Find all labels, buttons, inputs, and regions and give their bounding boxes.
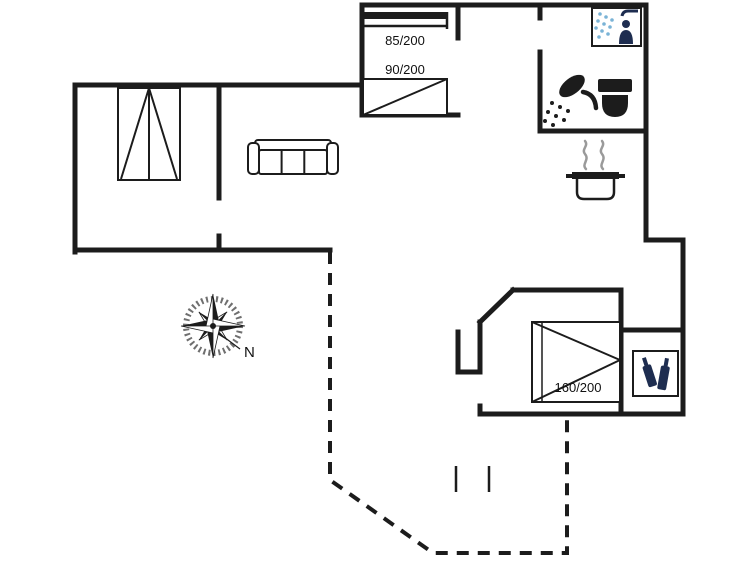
- compass-rose-icon: [180, 293, 246, 359]
- wardrobe-icon: [117, 87, 181, 181]
- single-bed-icon: [362, 78, 448, 116]
- exterior-and-interior-walls: [72, 2, 686, 417]
- shower-icon: [543, 74, 599, 127]
- double-bed-icon: [531, 321, 621, 403]
- bottles-icon: [632, 350, 679, 397]
- shower-cabin-icon: [591, 7, 642, 47]
- steam-icon: [582, 139, 605, 171]
- sofa-icon: [247, 139, 339, 175]
- bunk-bed-size-label: 85/200: [385, 33, 425, 48]
- compass-north-label: N: [244, 344, 255, 361]
- cooking-pot-icon: [566, 172, 625, 201]
- terrace-dashed-outline: [328, 252, 569, 555]
- double-bed-size-label: 160/200: [555, 380, 602, 395]
- bunk-bed-icon: [361, 12, 449, 29]
- terrace-step-marks: [454, 466, 491, 492]
- single-bed-size-label: 90/200: [385, 62, 425, 77]
- toilet-icon: [598, 79, 632, 117]
